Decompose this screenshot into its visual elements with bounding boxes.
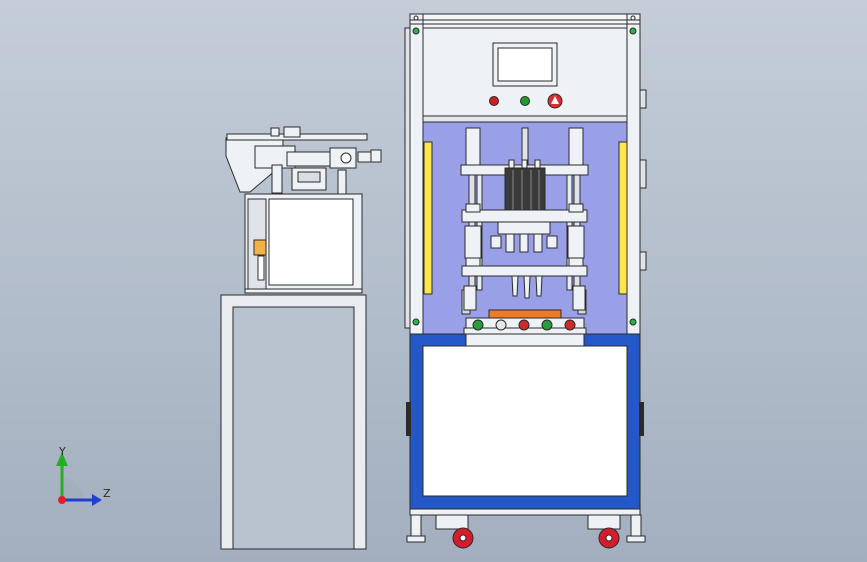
green-lamp-icon[interactable]	[520, 96, 530, 106]
y-axis-label: Y	[58, 445, 66, 458]
feeder-hopper	[225, 126, 382, 195]
green-button-icon[interactable]	[472, 319, 484, 331]
white-button-icon[interactable]	[495, 319, 507, 331]
base-cabinet	[406, 333, 644, 516]
red-button-icon[interactable]	[518, 319, 530, 331]
main-machine[interactable]	[404, 13, 647, 549]
control-panel[interactable]	[422, 27, 628, 123]
red-button-2-icon[interactable]	[564, 319, 576, 331]
press-mechanism	[460, 127, 589, 311]
casters-and-feet	[406, 514, 646, 549]
feeder-box	[244, 193, 363, 294]
z-axis-label: Z	[103, 487, 111, 500]
frame-bolts	[412, 15, 637, 326]
fixture-station[interactable]	[463, 309, 587, 337]
green-button-2-icon[interactable]	[541, 319, 553, 331]
feeder-unit[interactable]	[220, 126, 382, 550]
feeder-stand	[220, 294, 367, 550]
axis-triad: Y Z	[56, 445, 111, 506]
hmi-touchscreen[interactable]	[497, 47, 553, 82]
red-lamp-icon[interactable]	[489, 96, 499, 106]
